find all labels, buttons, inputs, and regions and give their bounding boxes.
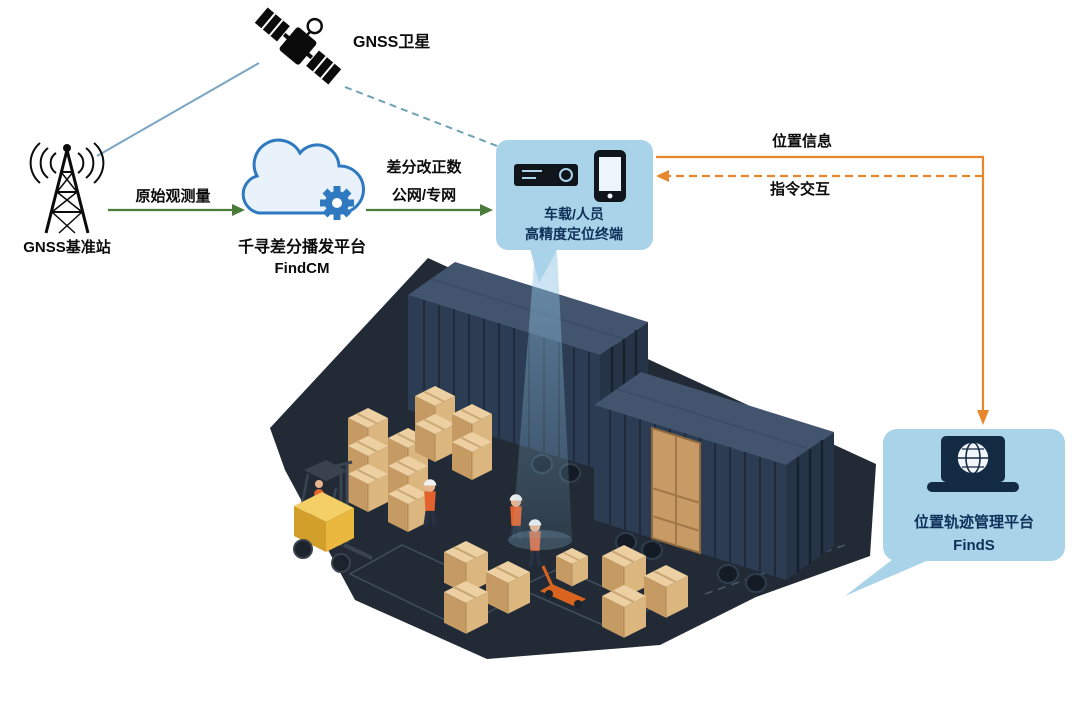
gear-icon [320, 186, 354, 220]
vehicle-terminal-icon [514, 164, 578, 186]
warehouse-scene [270, 258, 876, 659]
edge-position-info-arrow [656, 155, 989, 425]
terminal-bubble [496, 140, 653, 283]
edge-satellite-to-base-station [96, 62, 260, 157]
forklift [293, 460, 373, 573]
laptop-globe-icon [927, 436, 1019, 492]
gnss-satellite-icon [254, 7, 342, 85]
edge-correction-arrow [366, 204, 493, 216]
management-bubble [845, 429, 1065, 596]
container-open-door [651, 426, 701, 555]
edge-command-interaction-arrow [656, 170, 983, 182]
radio-tower-icon [29, 142, 105, 234]
smartphone-icon [594, 150, 626, 202]
container-2 [594, 372, 834, 593]
edge-satellite-to-terminal [344, 86, 498, 147]
edge-raw-observation-arrow [108, 204, 245, 216]
cloud-gear-icon [241, 138, 366, 220]
positioning-beam [508, 252, 572, 550]
pallet-jack [540, 547, 589, 608]
